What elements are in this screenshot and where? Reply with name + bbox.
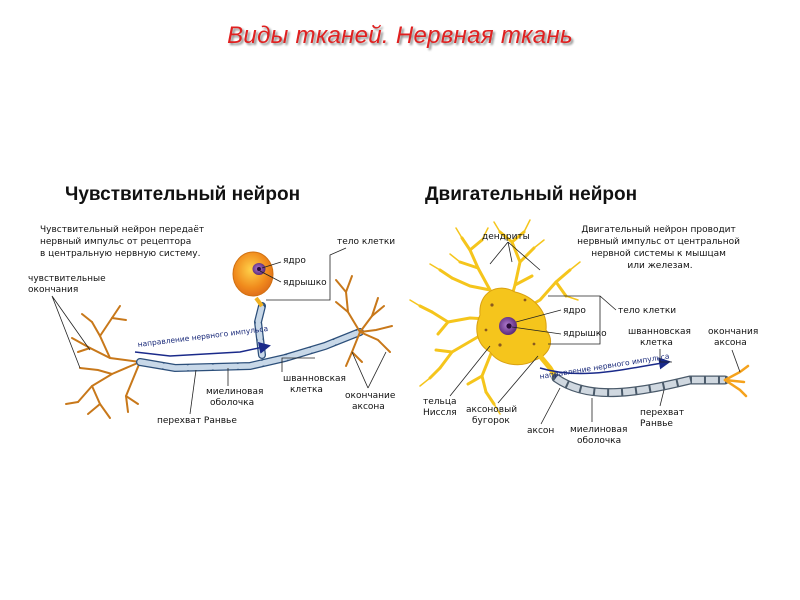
motor-axon-endings [723, 364, 750, 398]
motor-label-axon-endings: окончания аксона [708, 327, 761, 348]
motor-axon [551, 373, 730, 398]
slide-title: Виды тканей. Нервная ткань [227, 22, 573, 49]
motor-label-nucleolus: ядрышко [563, 329, 607, 339]
motor-label-dendrites: дендриты [482, 232, 530, 242]
sensory-impulse-arrow: направление нервного импульса [134, 324, 271, 357]
svg-text:направление нервного импульса: направление нервного импульса [137, 324, 268, 349]
motor-label-ranvier: перехват Ранвье [640, 408, 687, 429]
sensory-cell-body [232, 251, 274, 297]
sensory-label-myelin: миелиновая оболочка [206, 387, 266, 408]
motor-label-schwann: шванновская клетка [628, 327, 694, 348]
sensory-description: Чувствительный нейрон передаёт нервный и… [40, 225, 207, 259]
motor-cell-body [476, 287, 559, 381]
sensory-axon-ending [335, 275, 393, 367]
motor-label-nucleus: ядро [563, 306, 586, 316]
sensory-label-axon-ending: окончание аксона [345, 391, 398, 412]
sensory-endings [65, 305, 141, 419]
motor-label-cell-body: тело клетки [618, 306, 676, 316]
sensory-label-nucleolus: ядрышко [283, 278, 327, 288]
sensory-label-nucleus: ядро [283, 256, 306, 266]
motor-label-nissl: тельца Ниссля [423, 397, 459, 418]
motor-heading: Двигательный нейрон [425, 184, 637, 205]
sensory-label-schwann: шванновская клетка [283, 374, 349, 395]
motor-description: Двигательный нейрон проводит нервный имп… [577, 225, 743, 271]
svg-text:направление нервного импульса: направление нервного импульса [539, 352, 670, 381]
motor-impulse-arrow: направление нервного импульса [539, 352, 671, 381]
sensory-label-cell-body: тело клетки [337, 237, 395, 247]
motor-label-axon: аксон [527, 426, 554, 436]
motor-label-myelin: миелиновая оболочка [570, 425, 630, 446]
sensory-label-endings: чувствительные окончания [28, 274, 109, 295]
sensory-label-ranvier: перехват Ранвье [157, 416, 237, 426]
motor-label-axon-hillock: аксоновый бугорок [466, 405, 520, 426]
sensory-heading: Чувствительный нейрон [65, 184, 300, 205]
